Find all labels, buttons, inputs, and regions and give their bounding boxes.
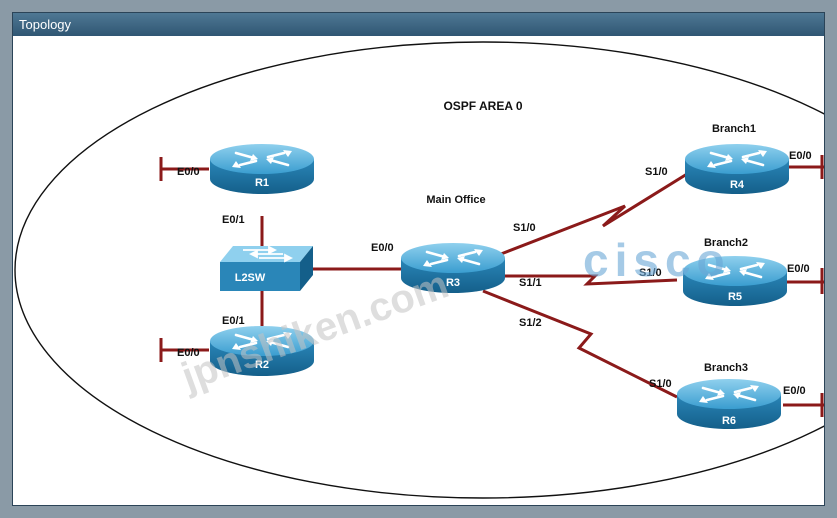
switch-l2sw[interactable]: L2SW <box>220 245 313 291</box>
window-title: Topology <box>13 13 824 36</box>
lan-endpoints <box>159 155 824 417</box>
branch2-label: Branch2 <box>704 237 748 249</box>
watermark-right: cisco <box>583 234 731 286</box>
iface-r3-e00: E0/0 <box>371 242 394 254</box>
switch-label: L2SW <box>235 272 266 284</box>
router-r3[interactable]: R3 <box>399 241 507 295</box>
watermark-left: jpnshiken.com <box>175 262 454 399</box>
ospf-area-boundary <box>14 41 837 499</box>
iface-r4-s10: S1/0 <box>645 166 668 178</box>
iface-r6-e00: E0/0 <box>783 385 806 397</box>
main-office-label: Main Office <box>426 194 485 206</box>
link-r3-r4 <box>500 172 688 256</box>
links <box>161 165 824 407</box>
router-r5-label: R5 <box>728 291 742 303</box>
router-r4[interactable]: R4 <box>683 142 791 196</box>
link-r3-r5 <box>503 274 678 286</box>
router-r1[interactable]: R1 <box>208 142 316 196</box>
branch3-label: Branch3 <box>704 362 748 374</box>
topology-window: Topology <box>12 12 837 506</box>
topology-diagram: R1 R2 R3 R4 R5 R6 <box>14 41 837 499</box>
branch1-label: Branch1 <box>712 123 756 135</box>
iface-r3-s12: S1/2 <box>519 317 542 329</box>
router-r6-label: R6 <box>722 415 736 427</box>
iface-r2-e00: E0/0 <box>177 347 200 359</box>
router-r5[interactable]: R5 <box>681 254 789 308</box>
router-r2[interactable]: R2 <box>208 324 316 378</box>
iface-r3-s11: S1/1 <box>519 277 542 289</box>
iface-r5-e00: E0/0 <box>787 263 810 275</box>
iface-r1-e00: E0/0 <box>177 166 200 178</box>
area-label: OSPF AREA 0 <box>443 99 522 113</box>
router-r4-label: R4 <box>730 179 745 191</box>
switch-arrows-icon <box>243 245 294 263</box>
iface-r5-s10: S1/0 <box>639 267 662 279</box>
link-r3-r6 <box>482 289 678 399</box>
iface-r2-e01: E0/1 <box>222 315 245 327</box>
iface-r3-s10: S1/0 <box>513 222 536 234</box>
router-r6[interactable]: R6 <box>675 377 783 431</box>
router-r3-label: R3 <box>446 277 460 289</box>
iface-r1-e01: E0/1 <box>222 214 245 226</box>
router-r1-label: R1 <box>255 177 269 189</box>
router-r2-label: R2 <box>255 359 269 371</box>
topology-canvas: R1 R2 R3 R4 R5 R6 <box>13 36 837 505</box>
iface-r4-e00: E0/0 <box>789 150 812 162</box>
iface-r6-s10: S1/0 <box>649 378 672 390</box>
